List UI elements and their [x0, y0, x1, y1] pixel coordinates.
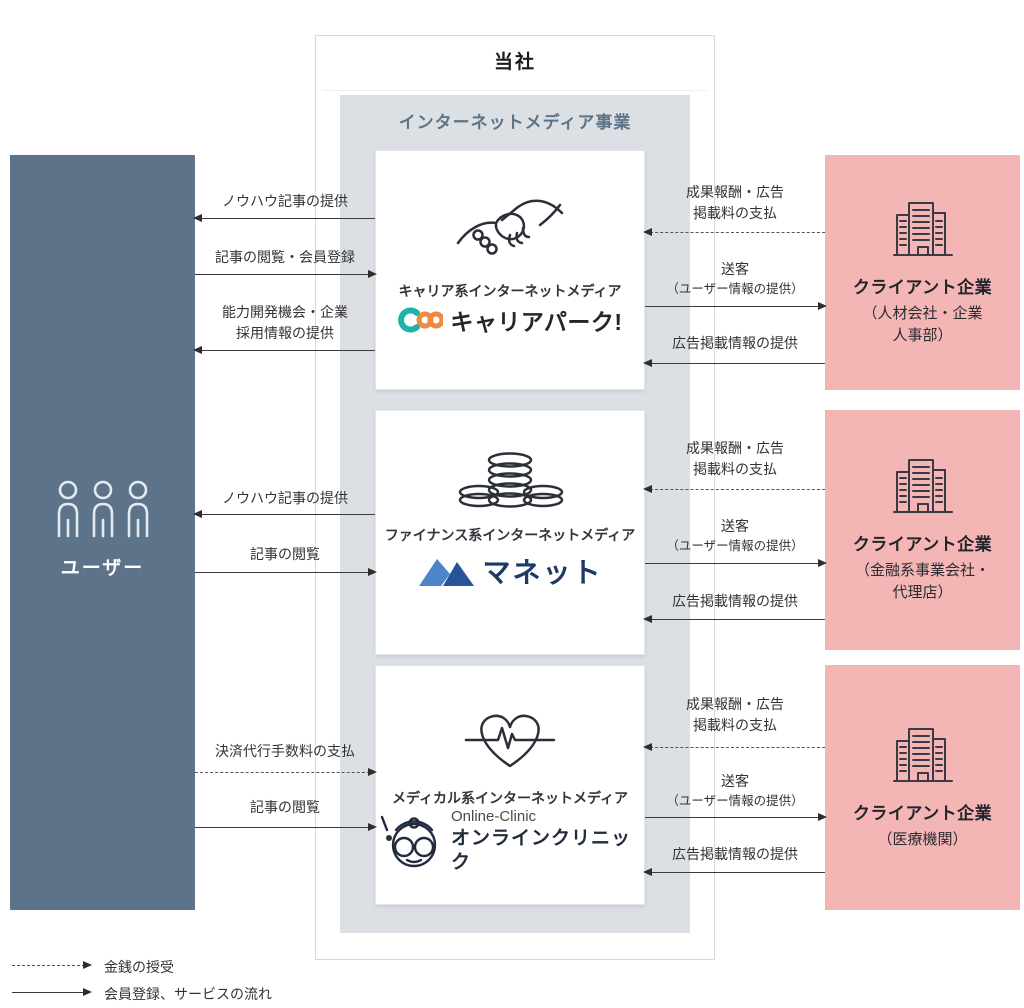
flow-label-line: 送客 — [721, 773, 749, 789]
flow-label-line: 能力開発機会・企業 — [222, 304, 348, 320]
flow-label-line: 送客 — [721, 261, 749, 277]
flow-label: 送客 （ユーザー情報の提供） — [645, 516, 825, 555]
client-subtitle-line: 人事部） — [892, 326, 953, 344]
client-box-hr: クライアント企業 （人材会社・企業 人事部） — [825, 155, 1020, 390]
flow-label: ノウハウ記事の提供 — [222, 490, 348, 506]
coins-icon — [452, 451, 568, 509]
flow-label: 記事の閲覧 — [250, 546, 320, 562]
client-subtitle-line: （人材会社・企業 — [862, 304, 983, 322]
flow-arrow-left — [643, 615, 825, 623]
flow-label: 成果報酬・広告 掲載料の支払 — [645, 182, 825, 224]
flow-label-line: （ユーザー情報の提供） — [666, 794, 804, 808]
client-subtitle: （金融系事業会社・ 代理店） — [855, 560, 990, 604]
client-subtitle-line: （金融系事業会社・ — [854, 562, 990, 579]
flow-label-line: 掲載料の支払 — [693, 205, 777, 221]
client-box-medical: クライアント企業 （医療機関） — [825, 665, 1020, 910]
legend-dashed-arrow — [12, 961, 92, 969]
media-card-online-clinic: メディカル系インターネットメディア — [375, 665, 645, 905]
legend-solid-arrow — [12, 988, 92, 996]
manet-logo: マネット — [376, 551, 644, 591]
flow-label-line: 採用情報の提供 — [236, 325, 334, 341]
online-clinic-logo: Online-Clinic オンラインクリニック — [376, 808, 644, 874]
flow-label: 広告掲載情報の提供 — [672, 593, 798, 609]
media-category-label: メディカル系インターネットメディア — [391, 790, 629, 806]
client-box-finance: クライアント企業 （金融系事業会社・ 代理店） — [825, 410, 1020, 650]
flow-label: 広告掲載情報の提供 — [672, 846, 798, 862]
flow-label: 送客 （ユーザー情報の提供） — [645, 259, 825, 298]
flow-arrow-left — [193, 214, 375, 222]
flow-label: 送客 （ユーザー情報の提供） — [645, 771, 825, 810]
legend-label-service: 会員登録、サービスの流れ — [104, 986, 272, 1002]
flow-label: 成果報酬・広告 掲載料の支払 — [645, 438, 825, 480]
media-category-label: キャリア系インターネットメディア — [398, 283, 622, 299]
user-box: ユーザー — [10, 155, 195, 910]
client-title: クライアント企業 — [852, 277, 993, 297]
flow-arrow-dashed-left — [643, 228, 825, 236]
flow-arrow-right — [645, 302, 827, 310]
flow-arrow-right — [195, 823, 377, 831]
handshake-icon — [452, 183, 568, 267]
flow-arrow-right — [195, 270, 377, 278]
online-clinic-logo-jp: オンラインクリニック — [451, 827, 632, 873]
flow-label: 記事の閲覧・会員登録 — [215, 249, 355, 265]
flow-label-line: 成果報酬・広告 — [686, 440, 784, 456]
building-icon — [891, 456, 955, 516]
flow-arrow-right — [195, 568, 377, 576]
client-subtitle: （医療機関） — [877, 829, 967, 851]
flow-arrow-left — [193, 346, 375, 354]
client-title: クライアント企業 — [852, 803, 993, 823]
flow-label: ノウハウ記事の提供 — [222, 193, 348, 209]
flow-label: 決済代行手数料の支払 — [215, 743, 355, 759]
client-subtitle-line: 代理店） — [892, 584, 953, 601]
flow-label-line: 掲載料の支払 — [693, 461, 777, 477]
manet-logo-text: マネット — [482, 557, 603, 588]
legend-label-money: 金銭の授受 — [104, 959, 174, 975]
division-title: インターネットメディア事業 — [398, 113, 632, 132]
flow-label: 広告掲載情報の提供 — [672, 335, 798, 351]
company-title-divider — [323, 90, 707, 91]
client-subtitle-line: （医療機関） — [877, 830, 968, 848]
media-card-manet: ファイナンス系インターネットメディア マネット — [375, 410, 645, 655]
flow-arrow-dashed-right — [195, 768, 377, 776]
flow-arrow-left — [643, 868, 825, 876]
manet-logo-icon — [417, 554, 475, 588]
building-icon — [891, 199, 955, 259]
flow-arrow-left — [193, 510, 375, 518]
building-icon — [891, 725, 955, 785]
flow-arrow-dashed-left — [643, 743, 825, 751]
careerpark-logo: キャリアパーク! — [376, 303, 644, 337]
flow-label-line: 成果報酬・広告 — [686, 184, 784, 200]
flow-label-line: 掲載料の支払 — [693, 717, 777, 733]
client-subtitle: （人材会社・企業 人事部） — [862, 303, 982, 347]
flow-label-line: 送客 — [721, 518, 749, 534]
user-label: ユーザー — [60, 558, 145, 579]
client-title: クライアント企業 — [852, 535, 993, 554]
flow-label: 能力開発機会・企業 採用情報の提供 — [195, 302, 375, 344]
company-title: 当社 — [493, 52, 536, 73]
users-icon — [40, 480, 166, 542]
online-clinic-logo-en: Online-Clinic — [451, 808, 537, 825]
flow-label-line: （ユーザー情報の提供） — [666, 539, 804, 553]
online-clinic-mascot-icon — [376, 812, 444, 870]
flow-label-line: 成果報酬・広告 — [686, 696, 784, 712]
careerpark-logo-icon — [397, 305, 444, 335]
heart-pulse-icon — [452, 708, 568, 772]
flow-arrow-right — [645, 813, 827, 821]
media-card-careerpark: キャリア系インターネットメディア キャリアパーク! — [375, 150, 645, 390]
media-category-label: ファイナンス系インターネットメディア — [384, 527, 636, 543]
flow-label-line: （ユーザー情報の提供） — [666, 282, 804, 296]
flow-label: 記事の閲覧 — [250, 799, 320, 815]
flow-arrow-dashed-left — [643, 485, 825, 493]
careerpark-logo-text: キャリアパーク! — [450, 309, 623, 335]
flow-arrow-left — [643, 359, 825, 367]
flow-label: 成果報酬・広告 掲載料の支払 — [645, 694, 825, 736]
flow-arrow-right — [645, 559, 827, 567]
